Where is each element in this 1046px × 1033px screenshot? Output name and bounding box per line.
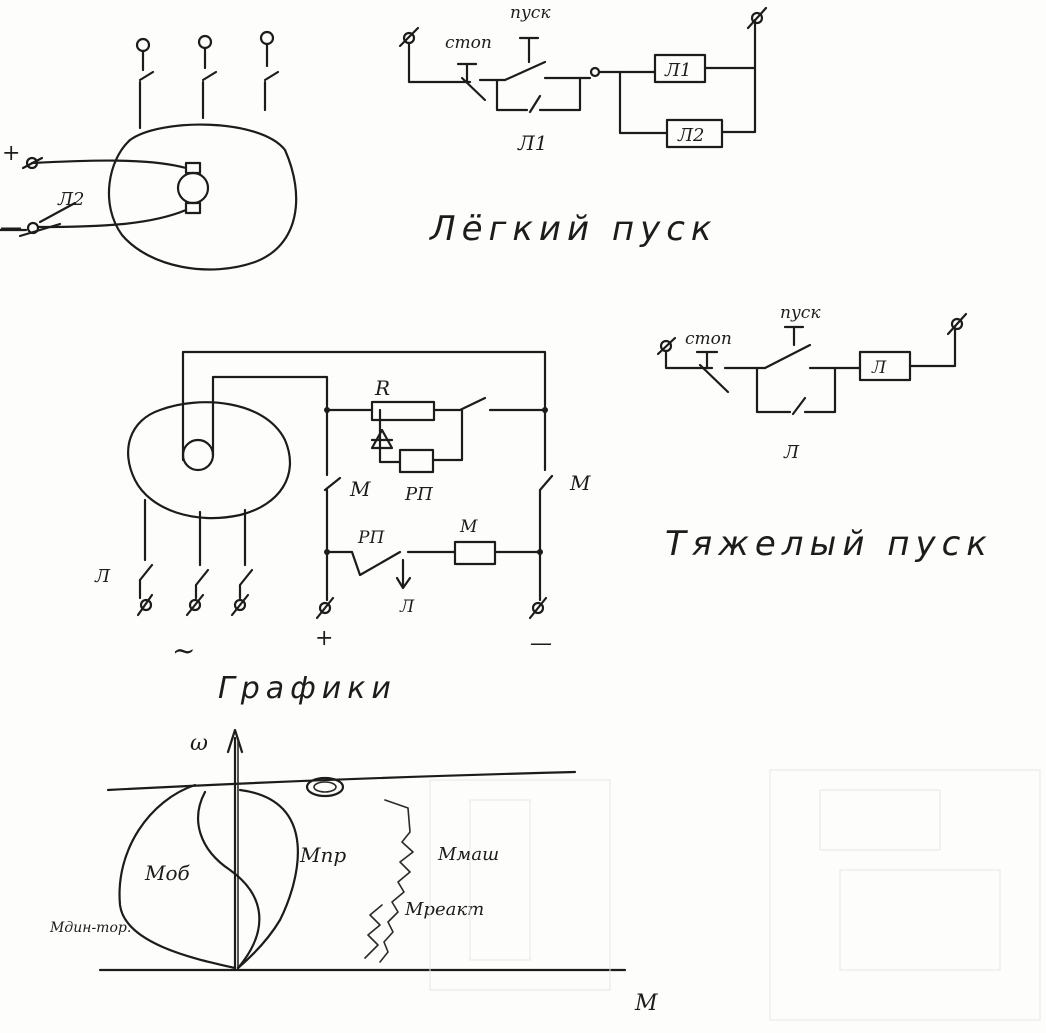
motor-armature-mid — [181, 438, 215, 472]
m-din-tor-label: Mдин-тор. — [49, 920, 131, 936]
contact-l-arrow — [395, 558, 412, 590]
plus-label-left: + — [2, 141, 20, 166]
phase-terminal-2 — [188, 598, 202, 612]
title-light-start: Лёгкий пуск — [428, 209, 717, 249]
plus-label-bottom: + — [315, 626, 333, 651]
minus-label-left: — — [0, 215, 22, 240]
show-through-marks — [429, 769, 1041, 1021]
contact-l1-label: Л1 — [517, 131, 547, 155]
coil-l1-label: Л1 — [664, 60, 691, 81]
m-ob-label: Mоб — [144, 861, 191, 885]
coil-l2 — [665, 118, 724, 149]
brush-bottom — [184, 201, 202, 215]
motor-stator — [107, 123, 298, 271]
phase-lead-3 — [238, 508, 254, 600]
resistor-r — [370, 400, 436, 422]
holding-contact-l — [755, 366, 837, 416]
contact-l2 — [38, 201, 77, 224]
contact-l-bottom-label: Л — [399, 597, 415, 617]
relay-rp-label: РП — [404, 484, 433, 505]
phase-terminal-1 — [139, 598, 153, 612]
start-button-mid — [783, 325, 805, 347]
heavy-start-circuit — [656, 312, 968, 416]
ink-blob — [305, 776, 345, 798]
phase-switch-3 — [263, 70, 280, 112]
terminal-plus — [25, 156, 39, 170]
diode — [370, 428, 394, 450]
m-reakt-label: Mреакт — [404, 899, 484, 920]
terminal-1 — [135, 37, 151, 53]
terminal-right-top — [750, 11, 764, 25]
omega-label: ω — [190, 731, 208, 756]
terminal-right-mid — [950, 317, 964, 331]
m-mash-label: Mмаш — [437, 844, 499, 865]
coil-l-label: Л — [871, 358, 887, 378]
terminal-minus-bottom — [531, 601, 545, 615]
motor-armature — [176, 171, 210, 205]
stop-button-top — [456, 62, 478, 84]
motor-top-left — [0, 30, 298, 271]
contact-bypass — [432, 396, 547, 412]
start-label-top: пуск — [510, 3, 551, 23]
curve-m-ob — [118, 783, 237, 970]
contact-m-left-label: М — [349, 477, 371, 501]
contact-m-left — [323, 476, 342, 602]
contact-m-right-label: М — [569, 471, 591, 495]
brush-top — [184, 161, 202, 175]
contact-rp — [325, 550, 457, 577]
stop-button-mid — [695, 350, 719, 370]
terminal-3 — [259, 30, 275, 46]
terminal-2 — [197, 34, 213, 50]
light-start-circuit — [398, 6, 768, 149]
coil-m-label: М — [459, 517, 478, 537]
heavy-start-power-circuit — [127, 350, 554, 620]
motor-stator-mid — [127, 401, 291, 520]
coil-m — [453, 540, 497, 566]
stop-label-mid: стоп — [685, 329, 732, 349]
phase-terminal-3 — [233, 598, 247, 612]
terminal-plus-bottom — [318, 601, 332, 615]
phase-lead-1 — [138, 498, 154, 600]
resistor-r-label: R — [374, 376, 390, 400]
curve-m-pr — [236, 788, 299, 970]
phase-switch-2 — [201, 70, 218, 120]
relay-coil-rp — [398, 448, 435, 474]
phase-switch-1 — [138, 70, 155, 130]
minus-label-bottom: — — [530, 631, 552, 656]
m-axis-label: M — [634, 991, 658, 1016]
omega-axis — [226, 728, 244, 970]
phase-contacts-label: Л — [94, 566, 111, 587]
title-heavy-start: Тяжелый пуск — [665, 524, 993, 564]
curve-m-mash — [379, 799, 414, 963]
torque-speed-graph — [98, 728, 627, 972]
contact-l-label: Л — [783, 442, 800, 463]
start-label-mid: пуск — [780, 303, 821, 323]
title-graphs: Графики — [218, 671, 397, 706]
phase-lead-2 — [194, 510, 210, 600]
contact-m-right — [538, 474, 554, 602]
contact-rp-label: РП — [357, 528, 385, 548]
m-pr-label: Mпр — [299, 843, 346, 867]
ac-symbol: ~ — [172, 634, 195, 667]
curve-s — [197, 790, 261, 970]
holding-contact-l1 — [495, 76, 582, 114]
start-button-top — [518, 36, 540, 64]
coil-l2-label: Л2 — [677, 125, 704, 146]
l2-motor-label: Л2 — [57, 189, 84, 210]
stop-label-top: стоп — [445, 33, 492, 53]
top-line — [106, 770, 577, 792]
